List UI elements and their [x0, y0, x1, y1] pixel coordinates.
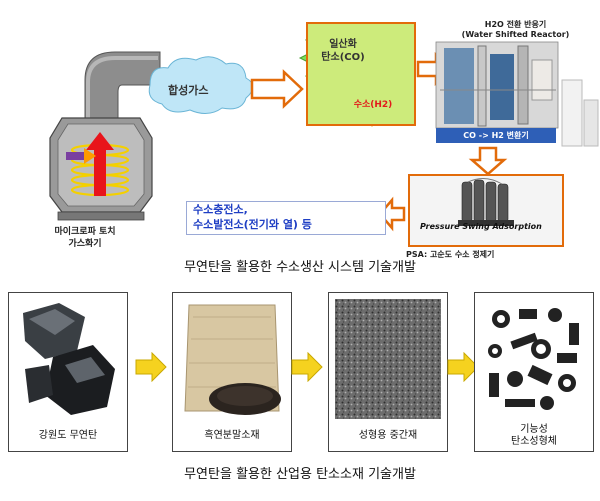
gas-conversion-box	[306, 22, 416, 126]
reactor-photo	[435, 41, 599, 147]
flow-arrow-1	[135, 352, 167, 382]
gasifier-label: 마이크로파 토치 가스화기	[40, 226, 130, 250]
gasifier-body	[49, 117, 153, 221]
psa-label: PSA: 고순도 수소 정제기	[406, 250, 495, 259]
psa-box: Pressure Swing Adsorption	[408, 174, 564, 247]
anthracite-image	[15, 299, 121, 419]
step-intermediate-label: 성형용 중간재	[358, 430, 418, 441]
bottom-caption: 무연탄을 활용한 산업용 탄소소재 기술개발	[184, 467, 416, 482]
co-label-line1: 일산화	[329, 39, 357, 50]
step-graphite-powder: 흑연분말소재	[172, 292, 292, 452]
graphite-powder-image	[179, 299, 285, 419]
carbon-shapes-image	[481, 299, 587, 419]
arrow-to-applications	[378, 196, 406, 232]
step-anthracite-label: 강원도 무연탄	[38, 430, 98, 441]
step-anthracite: 강원도 무연탄	[8, 292, 128, 452]
reactor-caption: CO -> H2 변환기	[436, 128, 556, 143]
reactor-title-line2: (Water Shifted Reactor)	[461, 30, 570, 39]
gasifier-duct	[84, 51, 161, 119]
psa-unit-image	[410, 176, 562, 245]
step-intermediate: 성형용 중간재	[328, 292, 448, 452]
arrow-syngas-to-conversion	[250, 69, 304, 109]
syngas-label: 합성가스	[168, 84, 209, 97]
reactor-title: H2O 전환 반응기 (Water Shifted Reactor)	[428, 20, 600, 40]
h2-label: 수소(H2)	[353, 100, 393, 110]
step-graphite-powder-label: 흑연분말소재	[204, 430, 260, 441]
top-caption: 무연탄을 활용한 수소생산 시스템 기술개발	[184, 260, 416, 275]
psa-inner-label: Pressure Swing Adsorption	[420, 222, 542, 231]
reactor-title-line1: H2O 전환 반응기	[484, 20, 547, 29]
co-label-line2: 탄소(CO)	[321, 52, 365, 63]
gasifier-label-line2: 가스화기	[68, 239, 102, 249]
applications-line1: 수소충전소,	[193, 203, 248, 216]
co-label: 일산화 탄소(CO)	[318, 38, 368, 64]
intermediate-image	[335, 299, 441, 419]
step-carbon-shapes: 기능성 탄소성형체	[474, 292, 594, 452]
arrow-to-psa	[468, 146, 508, 176]
gasifier-label-line1: 마이크로파 토치	[54, 227, 116, 237]
applications-line2: 수소발전소(전기와 열) 등	[193, 218, 312, 231]
flow-arrow-3	[447, 352, 479, 382]
step-carbon-shapes-label: 기능성 탄소성형체	[511, 424, 557, 447]
flow-arrow-2	[291, 352, 323, 382]
hydrogen-applications-box: 수소충전소, 수소발전소(전기와 열) 등	[186, 201, 386, 235]
